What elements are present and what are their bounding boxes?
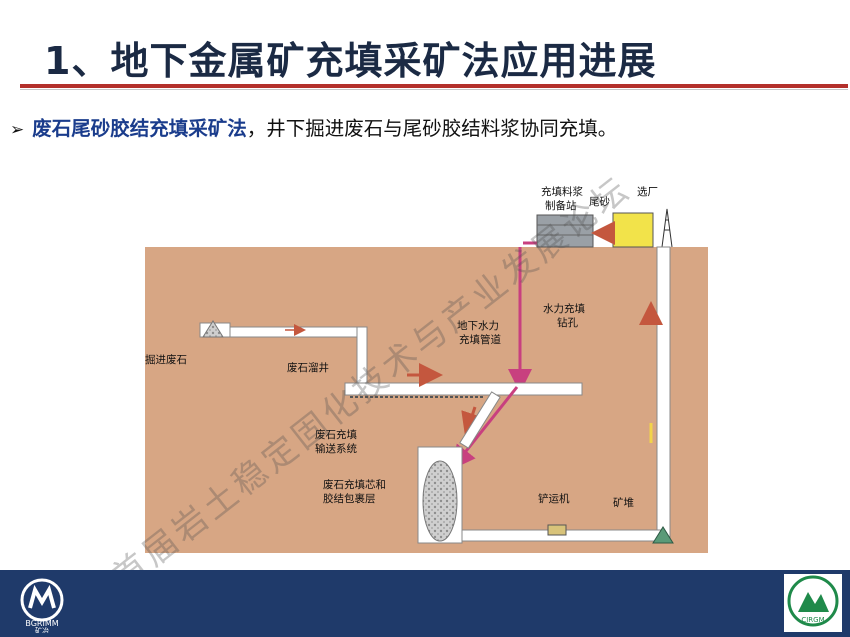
svg-text:CIRGM: CIRGM bbox=[801, 616, 824, 624]
bullet-rest: ，井下掘进废石与尾砂胶结料浆协同充填。 bbox=[246, 117, 618, 140]
svg-text:矿冶: 矿冶 bbox=[35, 626, 49, 633]
bullet-line: ➢ 废石尾砂胶结充填采矿法，井下掘进废石与尾砂胶结料浆协同充填。 bbox=[10, 112, 617, 141]
conveyor-drift bbox=[344, 382, 583, 396]
label-ore-pile: 矿堆 bbox=[613, 496, 634, 509]
mining-diagram: 充填料浆 制备站 尾砂 选厂 水力充填 钻孔 地下水力 充填管道 掘进废石 废石… bbox=[145, 175, 708, 553]
mill bbox=[612, 212, 654, 248]
svg-text:BGRIMM: BGRIMM bbox=[25, 619, 58, 628]
label-pipeline-2: 充填管道 bbox=[459, 333, 501, 346]
bullet-arrow-icon: ➢ bbox=[10, 120, 25, 140]
label-stope-2: 胶结包裹层 bbox=[323, 492, 376, 505]
cirgm-logo: CIRGM bbox=[784, 574, 842, 632]
bgrimm-logo: BGRIMM 矿冶 bbox=[20, 578, 64, 633]
scraper bbox=[547, 524, 567, 536]
title-rule-thin bbox=[20, 89, 848, 90]
label-stope-1: 废石充填芯和 bbox=[323, 478, 386, 491]
label-pipeline-1: 地下水力 bbox=[457, 319, 499, 332]
label-plant-1: 充填料浆 bbox=[541, 185, 583, 198]
bullet-bold: 废石尾砂胶结充填采矿法 bbox=[32, 117, 247, 140]
label-conveyor-1: 废石充填 bbox=[315, 428, 357, 441]
label-borehole-1: 水力充填 bbox=[543, 302, 585, 315]
label-scraper: 铲运机 bbox=[538, 492, 570, 505]
label-borehole-2: 钻孔 bbox=[557, 316, 578, 329]
fill-pipeline bbox=[451, 386, 519, 470]
headframe bbox=[661, 208, 673, 248]
label-ore-pass: 废石溜井 bbox=[287, 361, 329, 374]
waste-pile bbox=[202, 320, 224, 338]
title-rule bbox=[20, 84, 848, 88]
label-conveyor-2: 输送系统 bbox=[315, 442, 357, 455]
slide-title: 1、地下金属矿充填采矿法应用进展 bbox=[44, 39, 657, 83]
label-plant-2: 制备站 bbox=[545, 199, 577, 212]
label-mill: 选厂 bbox=[637, 185, 658, 198]
label-tailings: 尾砂 bbox=[589, 195, 610, 208]
shaft bbox=[656, 246, 671, 540]
ore-pile bbox=[652, 526, 674, 544]
footer-bar bbox=[0, 570, 850, 637]
label-waste-rock: 掘进废石 bbox=[145, 353, 187, 366]
fill-plant bbox=[536, 214, 594, 248]
